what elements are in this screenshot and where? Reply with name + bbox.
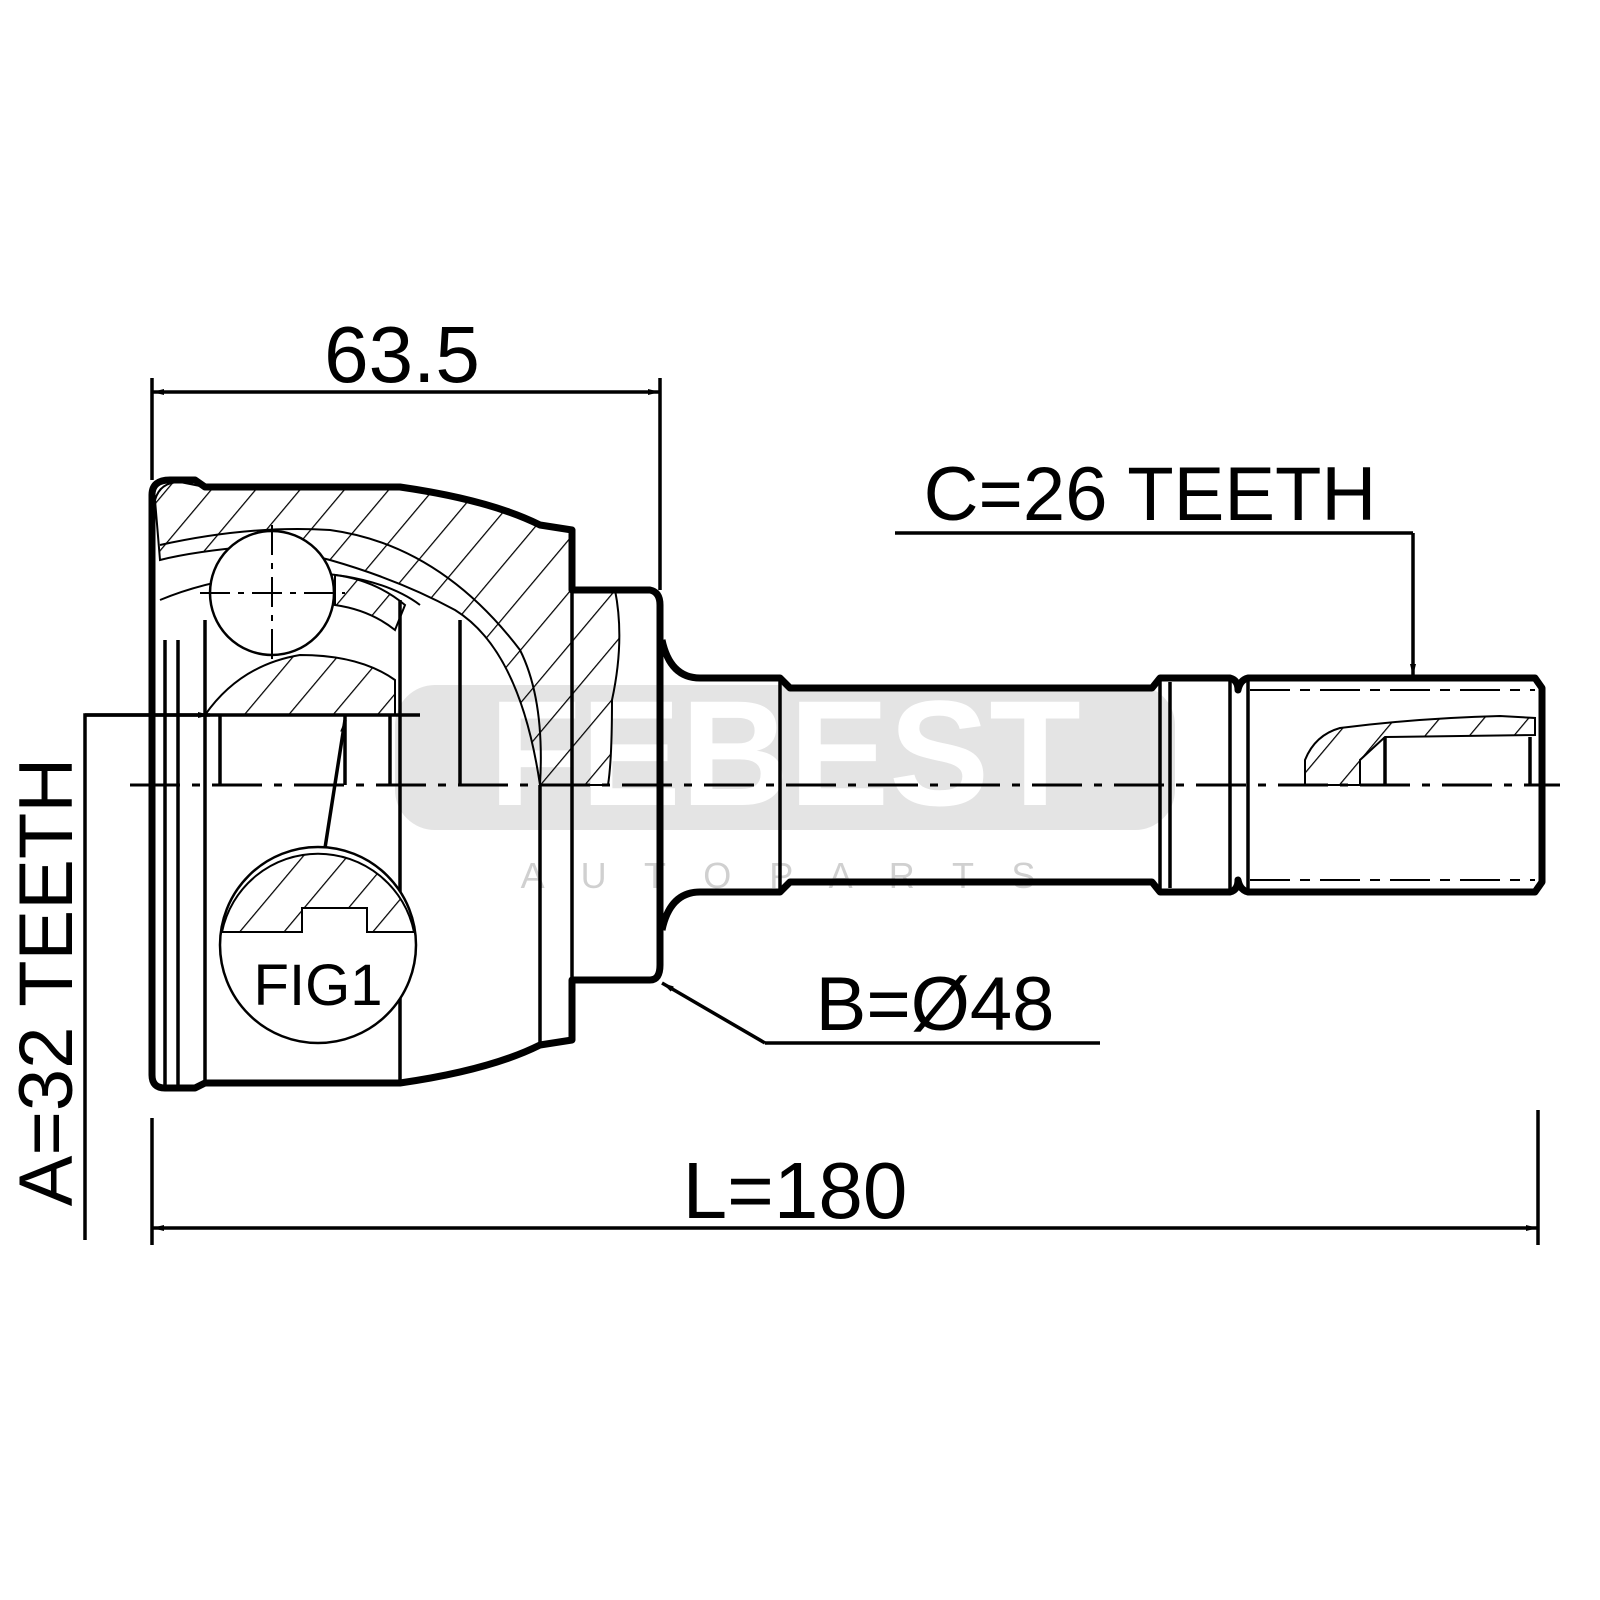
svg-text:63.5: 63.5 — [324, 310, 480, 399]
cage-section — [334, 573, 407, 632]
svg-text:B=Ø48: B=Ø48 — [816, 962, 1055, 1047]
dimension-inner-spline: A=32 TEETH — [4, 712, 420, 1240]
dimension-total-length: L=180 — [150, 1110, 1540, 1245]
inner-race-section — [203, 653, 396, 716]
svg-text:A=32 TEETH: A=32 TEETH — [4, 758, 89, 1206]
svg-text:C=26 TEETH: C=26 TEETH — [924, 452, 1377, 537]
dimension-housing-length: 63.5 — [150, 310, 662, 590]
stub-bore-section — [1304, 714, 1536, 786]
watermark-logo: FEBEST A U T O P A R T S — [395, 669, 1175, 896]
svg-text:FIG1: FIG1 — [254, 953, 383, 1018]
fig1-detail: FIG1 — [218, 845, 418, 1045]
housing-outline — [148, 476, 664, 1092]
svg-text:L=180: L=180 — [683, 1146, 908, 1235]
dimension-outer-spline: C=26 TEETH — [895, 452, 1416, 676]
dimension-seal-diameter: B=Ø48 — [661, 962, 1100, 1047]
